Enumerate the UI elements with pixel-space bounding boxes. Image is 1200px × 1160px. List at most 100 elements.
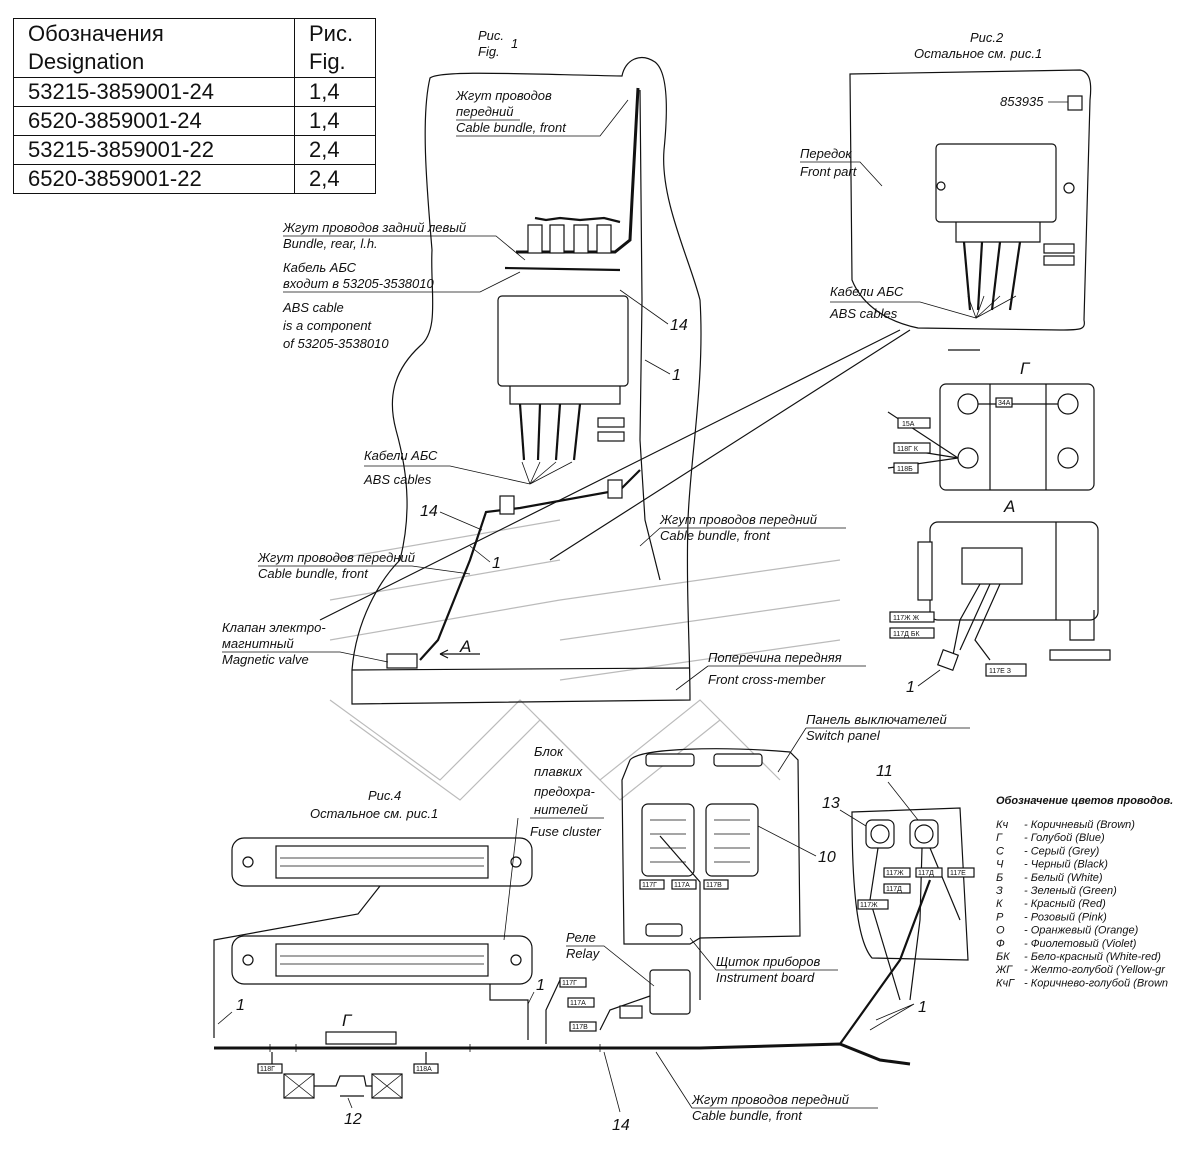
callout-12: 12 (344, 1111, 362, 1128)
legend-code: БК (996, 951, 1010, 963)
view-a-tag: 117Е З (989, 668, 1011, 675)
view-a-marker: A (459, 637, 471, 656)
header-fig-en: Fig. (309, 49, 346, 74)
part-853935 (1067, 95, 1083, 111)
legend-code: Ф (996, 938, 1005, 950)
fig4-tag: 117А (674, 882, 690, 889)
fig2-part-number: 853935 (1000, 94, 1044, 109)
abs-ecu (497, 295, 629, 387)
cross-member-line (351, 667, 691, 671)
fig2-abs-cables-en: ABS cables (829, 306, 898, 321)
fig4-tag: 117В (706, 882, 722, 889)
valve-ru1: Клапан электро- (222, 620, 326, 635)
view-g-tag: 118Б (897, 466, 913, 473)
fig4-bundle-ru: Жгут проводов передний (691, 1092, 849, 1107)
view-g-tag: 34А (998, 400, 1011, 407)
fig4-bundle-en: Cable bundle, front (692, 1108, 803, 1123)
fig4-g-marker: Г (342, 1011, 353, 1030)
fig4-title: Рис.4 (368, 788, 401, 803)
fig2-front-part-en: Front part (800, 164, 858, 179)
legend-text: - Оранжевый (Orange) (1024, 925, 1139, 937)
abs-cable-ru1: Кабель АБС (283, 260, 357, 275)
fuse-block (705, 803, 759, 877)
header-designation-en: Designation (28, 49, 145, 74)
abs-cable-en2: is a component (283, 318, 373, 333)
header-designation-ru: Обозначения (28, 21, 164, 46)
front-bundle2-ru: Жгут проводов передний (257, 550, 415, 565)
connector (549, 224, 565, 254)
clip (607, 479, 623, 499)
view-a-callout-1: 1 (906, 679, 915, 696)
view-g: Г 34А 15А 118Г К 118Б (887, 359, 1095, 491)
legend-text: - Розовый (Pink) (1024, 911, 1107, 923)
legend-text: - Фиолетовый (Violet) (1024, 938, 1137, 950)
fig4-tag: 118Г (260, 1066, 275, 1073)
table-header-row: Обозначения Designation Рис. Fig. (13, 18, 376, 78)
table-row: 6520-3859001-22 2,4 (13, 164, 376, 194)
terminal-screw (957, 393, 979, 415)
switch-panel-ru: Панель выключателей (806, 712, 947, 727)
relay-ru: Реле (566, 930, 596, 945)
wire-color-legend: Обозначение цветов проводов. Кч- Коричне… (995, 795, 1173, 989)
terminal-screw (1057, 447, 1079, 469)
legend-code: Кч (996, 819, 1008, 831)
fig4-tag: 117Ж (860, 902, 878, 909)
fig4-main-bundle (214, 1042, 911, 1066)
fig4-tag: 117Г (642, 882, 657, 889)
valve-en: Magnetic valve (222, 652, 309, 667)
fig4-tag: 118А (416, 1066, 432, 1073)
designation-cell: 53215-3859001-22 (13, 135, 295, 165)
fig2-ecu (935, 143, 1057, 223)
fig4-tag: 117Е (950, 870, 966, 877)
view-g-tag: 118Г К (897, 446, 919, 453)
legend-code: З (996, 885, 1003, 897)
fig4-tag: 117Ж (886, 870, 904, 877)
header-designation: Обозначения Designation (13, 18, 295, 78)
legend-code: ЖГ (995, 964, 1013, 976)
callout-13: 13 (822, 795, 840, 812)
legend-text: - Коричнево-голубой (Brown (1024, 977, 1168, 989)
header-fig: Рис. Fig. (294, 18, 376, 78)
table-row: 6520-3859001-24 1,4 (13, 106, 376, 136)
fig2-abs-cables-ru: Кабели АБС (830, 284, 904, 299)
callout-1b: 1 (492, 555, 501, 572)
legend-code: Ч (996, 859, 1004, 871)
fig-cell: 1,4 (294, 106, 376, 136)
fig4-tag: 117Д (918, 870, 934, 877)
abs-cables-ru: Кабели АБС (364, 448, 438, 463)
fuse-cluster-top (231, 837, 533, 887)
relay-en: Relay (566, 946, 601, 961)
abs-ecu-connector-row (509, 386, 621, 405)
front-bundle3-ru: Жгут проводов передний (659, 512, 817, 527)
g-marker-plate (325, 1031, 397, 1045)
fig2-title: Рис.2 (970, 30, 1004, 45)
callout-10: 10 (818, 849, 836, 866)
view-g-tag: 15А (902, 421, 915, 428)
view-g-block (939, 383, 1095, 491)
magnetic-valve (386, 653, 418, 669)
legend-code: Р (996, 911, 1004, 923)
legend-code: О (996, 925, 1005, 937)
fuse-ru1: Блок (534, 744, 564, 759)
rear-bundle-ru: Жгут проводов задний левый (282, 220, 466, 235)
abs-cable-ru2: входит в 53205-3538010 (283, 276, 434, 291)
fuse-ru3: предохра- (534, 784, 596, 799)
fig2-front-part-ru: Передок (800, 146, 852, 161)
legend-text: - Красный (Red) (1024, 898, 1106, 910)
relay (649, 969, 691, 1015)
fig4-tag: 117Г (562, 980, 577, 987)
abs-cable-en3: of 53205-3538010 (283, 336, 389, 351)
fig-cell: 1,4 (294, 77, 376, 107)
fig2-frame-outline (849, 69, 1092, 331)
designation-table: Обозначения Designation Рис. Fig. 53215-… (13, 18, 376, 194)
legend-text: - Серый (Grey) (1024, 845, 1100, 857)
legend-text: - Коричневый (Brown) (1024, 819, 1135, 831)
legend-text: - Черный (Black) (1024, 859, 1108, 871)
front-bundle2-en: Cable bundle, front (258, 566, 369, 581)
designation-cell: 6520-3859001-22 (13, 164, 295, 194)
fig1-frame-outline (351, 57, 702, 705)
fig1: Рис. Fig. 1 (222, 28, 866, 705)
fig1-connector-group (504, 216, 621, 272)
callout-14: 14 (612, 1117, 630, 1134)
